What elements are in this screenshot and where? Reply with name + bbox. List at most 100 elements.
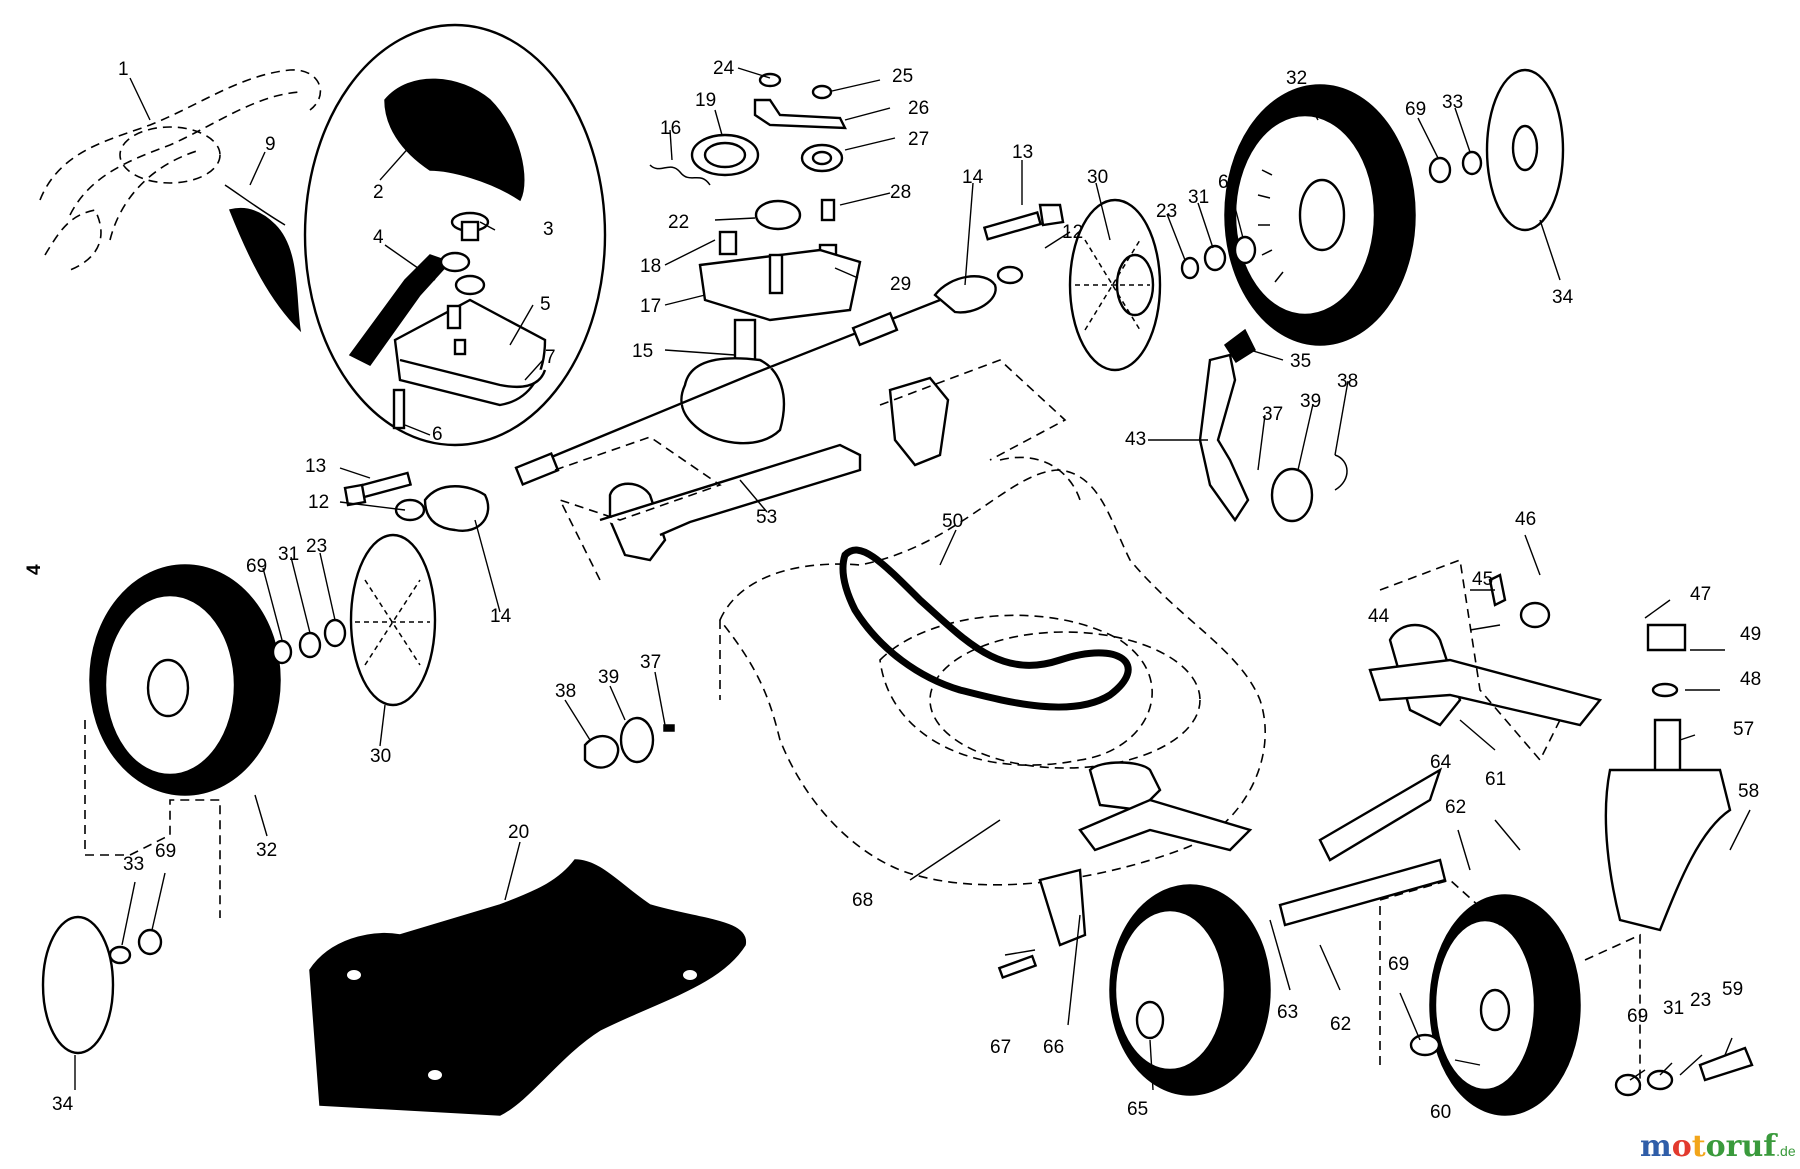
callout-15: 15 xyxy=(632,341,653,362)
callout-1: 1 xyxy=(118,59,129,80)
callout-16: 16 xyxy=(660,118,681,139)
callout-32b: 32 xyxy=(256,840,277,861)
callout-24: 24 xyxy=(713,58,735,79)
callout-34a: 34 xyxy=(1552,287,1574,308)
guide-lines xyxy=(84,359,1641,1090)
callout-20: 20 xyxy=(508,822,529,843)
callout-69d: 69 xyxy=(155,841,176,862)
callout-34b: 34 xyxy=(52,1094,74,1115)
callout-69c: 69 xyxy=(246,556,267,577)
callout-29: 29 xyxy=(890,274,911,295)
callout-31b: 31 xyxy=(278,544,299,565)
callout-60: 60 xyxy=(1430,1102,1451,1123)
callout-38b: 38 xyxy=(555,681,576,702)
callout-69a: 69 xyxy=(1218,172,1239,193)
left-axle-parts xyxy=(343,376,950,562)
control-housing-detail xyxy=(303,23,607,447)
callout-65: 65 xyxy=(1127,1099,1148,1120)
callout-12b: 12 xyxy=(308,492,329,513)
height-parts-left xyxy=(583,716,675,769)
callout-44: 44 xyxy=(1368,606,1390,627)
callout-69f: 69 xyxy=(1627,1006,1648,1027)
callout-43: 43 xyxy=(1125,429,1146,450)
mower-deck xyxy=(719,456,1266,886)
watermark-logo: motoruf.de xyxy=(1640,1129,1796,1164)
callout-30a: 30 xyxy=(1087,167,1108,188)
callout-6: 6 xyxy=(432,424,443,445)
watermark-letter-t: t xyxy=(1692,1129,1706,1164)
rear-wheel-right xyxy=(1180,68,1565,346)
watermark-tld: .de xyxy=(1776,1143,1796,1159)
page-number: 4 xyxy=(24,564,45,575)
callout-39a: 39 xyxy=(1300,391,1321,412)
front-axle-right xyxy=(1278,573,1754,1116)
callout-28: 28 xyxy=(890,182,911,203)
drive-belt xyxy=(839,546,1132,711)
right-bearing-parts xyxy=(933,198,1162,372)
callout-17: 17 xyxy=(640,296,661,317)
callout-69e: 69 xyxy=(1388,954,1409,975)
callout-22: 22 xyxy=(668,212,689,233)
callout-69b: 69 xyxy=(1405,99,1426,120)
callout-39b: 39 xyxy=(598,667,619,688)
callout-18: 18 xyxy=(640,256,661,277)
rear-wheel-left xyxy=(41,533,437,1055)
front-caster-left xyxy=(997,761,1271,1096)
callout-14a: 14 xyxy=(962,167,984,188)
callout-38a: 38 xyxy=(1337,371,1358,392)
height-lever-right xyxy=(1198,328,1348,523)
watermark-letter-o: o xyxy=(1672,1129,1692,1164)
callout-25: 25 xyxy=(892,66,913,87)
callout-63: 63 xyxy=(1277,1002,1298,1023)
watermark-rest: oruf xyxy=(1706,1129,1779,1164)
callout-45: 45 xyxy=(1472,569,1493,590)
callout-23a: 23 xyxy=(1156,201,1177,222)
callout-57: 57 xyxy=(1733,719,1754,740)
callout-27: 27 xyxy=(908,129,929,150)
callout-68: 68 xyxy=(852,890,873,911)
callout-48: 48 xyxy=(1740,669,1761,690)
callout-46: 46 xyxy=(1515,509,1536,530)
callout-66: 66 xyxy=(1043,1037,1064,1058)
svg-text:motoruf.de: motoruf.de xyxy=(1640,1129,1796,1164)
handle-assembly xyxy=(39,69,322,333)
callout-23c: 23 xyxy=(1690,990,1711,1011)
callout-62a: 62 xyxy=(1445,797,1466,818)
callout-30b: 30 xyxy=(370,746,391,767)
callout-37a: 37 xyxy=(1262,404,1283,425)
callout-67: 67 xyxy=(990,1037,1011,1058)
callout-26: 26 xyxy=(908,98,929,119)
watermark-letter-m: m xyxy=(1640,1129,1672,1164)
callout-61: 61 xyxy=(1485,769,1506,790)
callout-37b: 37 xyxy=(640,652,661,673)
callout-33a: 33 xyxy=(1442,92,1463,113)
callout-labels: 1 9 2 3 4 5 7 6 24 25 26 19 16 27 28 22 … xyxy=(52,58,1761,1123)
callout-5: 5 xyxy=(540,294,551,315)
callout-31a: 31 xyxy=(1188,187,1209,208)
callout-2: 2 xyxy=(373,182,384,203)
transmission-assembly xyxy=(514,72,941,487)
callout-23b: 23 xyxy=(306,536,327,557)
callout-14b: 14 xyxy=(490,606,512,627)
callout-58: 58 xyxy=(1738,781,1759,802)
callout-4: 4 xyxy=(373,227,384,248)
callout-12a: 12 xyxy=(1062,222,1083,243)
callout-32a: 32 xyxy=(1286,68,1307,89)
callout-62b: 62 xyxy=(1330,1014,1351,1035)
callout-59: 59 xyxy=(1722,979,1743,1000)
rear-discharge-cover xyxy=(309,859,746,1116)
callout-50: 50 xyxy=(942,511,963,532)
leader-lines xyxy=(74,67,1751,1091)
callout-64: 64 xyxy=(1430,752,1452,773)
callout-9: 9 xyxy=(265,134,276,155)
callout-35: 35 xyxy=(1290,351,1311,372)
callout-31c: 31 xyxy=(1663,998,1684,1019)
callout-33b: 33 xyxy=(123,854,144,875)
callout-13b: 13 xyxy=(305,456,326,477)
callout-19: 19 xyxy=(695,90,716,111)
callout-3: 3 xyxy=(543,219,554,240)
callout-13a: 13 xyxy=(1012,142,1033,163)
callout-53: 53 xyxy=(756,507,777,528)
callout-47: 47 xyxy=(1690,584,1711,605)
